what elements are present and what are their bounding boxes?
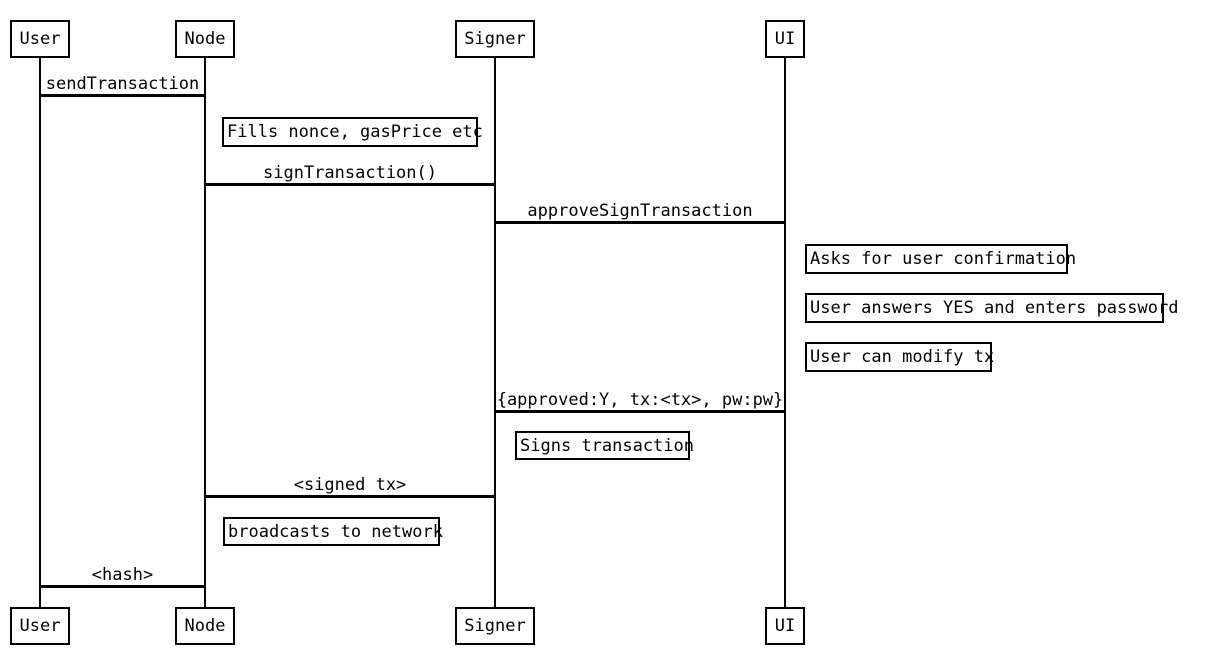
note-user-can-modify-tx: User can modify tx <box>805 342 995 372</box>
message-label-send-transaction: sendTransaction <box>45 74 200 94</box>
message-line-approve-sign-transaction <box>494 221 786 224</box>
note-fills-nonce-text: Fills nonce, gasPrice etc <box>227 122 483 142</box>
message-line-approved-response <box>494 410 786 413</box>
message-line-hash <box>39 585 206 588</box>
message-label-approved-response: {approved:Y, tx:<tx>, pw:pw} <box>496 390 784 410</box>
note-signs-transaction: Signs transaction <box>515 431 694 460</box>
message-line-send-transaction <box>39 94 206 97</box>
note-broadcasts-to-network: broadcasts to network <box>223 517 443 546</box>
actor-box-user-bottom: User <box>10 607 70 645</box>
lifeline-node <box>204 58 206 607</box>
note-fills-nonce: Fills nonce, gasPrice etc <box>222 117 483 147</box>
message-label-approve-sign-transaction: approveSignTransaction <box>527 201 753 221</box>
note-user-answers-yes-text: User answers YES and enters password <box>810 298 1179 318</box>
actor-box-user-top: User <box>10 20 70 58</box>
note-asks-confirmation-text: Asks for user confirmation <box>810 249 1077 269</box>
lifeline-ui <box>784 58 786 607</box>
note-asks-confirmation: Asks for user confirmation <box>805 244 1076 274</box>
note-user-answers-yes: User answers YES and enters password <box>805 293 1178 323</box>
lifeline-user <box>39 58 41 607</box>
actor-box-signer-bottom: Signer <box>455 607 535 645</box>
lifeline-signer <box>494 58 496 607</box>
message-label-hash: <hash> <box>91 565 154 585</box>
note-broadcasts-to-network-text: broadcasts to network <box>228 521 443 542</box>
actor-box-ui-bottom: UI <box>765 607 805 645</box>
note-user-can-modify-tx-text: User can modify tx <box>810 347 995 367</box>
message-label-sign-transaction: signTransaction() <box>263 163 437 183</box>
note-signs-transaction-text: Signs transaction <box>520 435 694 456</box>
actor-box-ui-top: UI <box>765 20 805 58</box>
actor-box-node-bottom: Node <box>175 607 235 645</box>
actor-box-node-top: Node <box>175 20 235 58</box>
message-line-sign-transaction <box>204 183 496 186</box>
message-label-signed-tx: <signed tx> <box>293 475 407 495</box>
actor-box-signer-top: Signer <box>455 20 535 58</box>
message-line-signed-tx <box>204 495 496 498</box>
